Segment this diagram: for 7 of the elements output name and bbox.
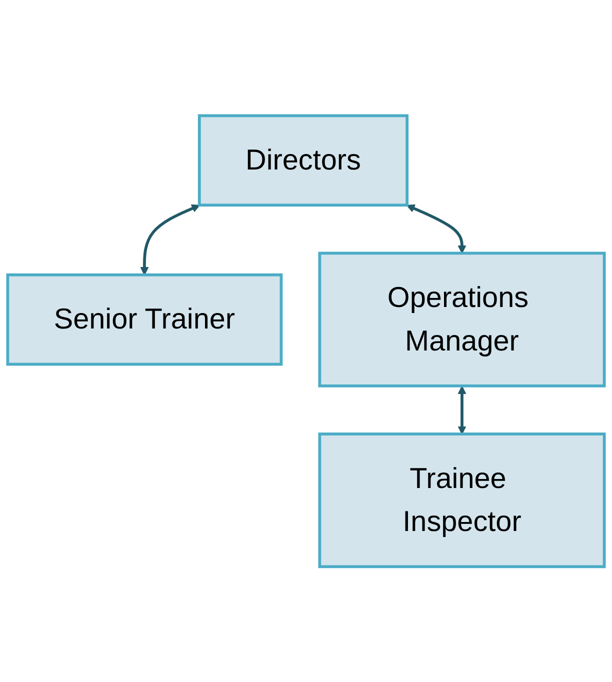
node-box: Operations Manager	[318, 252, 606, 388]
arrow	[458, 386, 466, 434]
node-box: Trainee Inspector	[318, 432, 606, 568]
node-box: Directors	[198, 114, 409, 206]
arrow	[140, 204, 200, 276]
arrow	[406, 204, 466, 254]
node-box: Senior Trainer	[6, 273, 283, 366]
